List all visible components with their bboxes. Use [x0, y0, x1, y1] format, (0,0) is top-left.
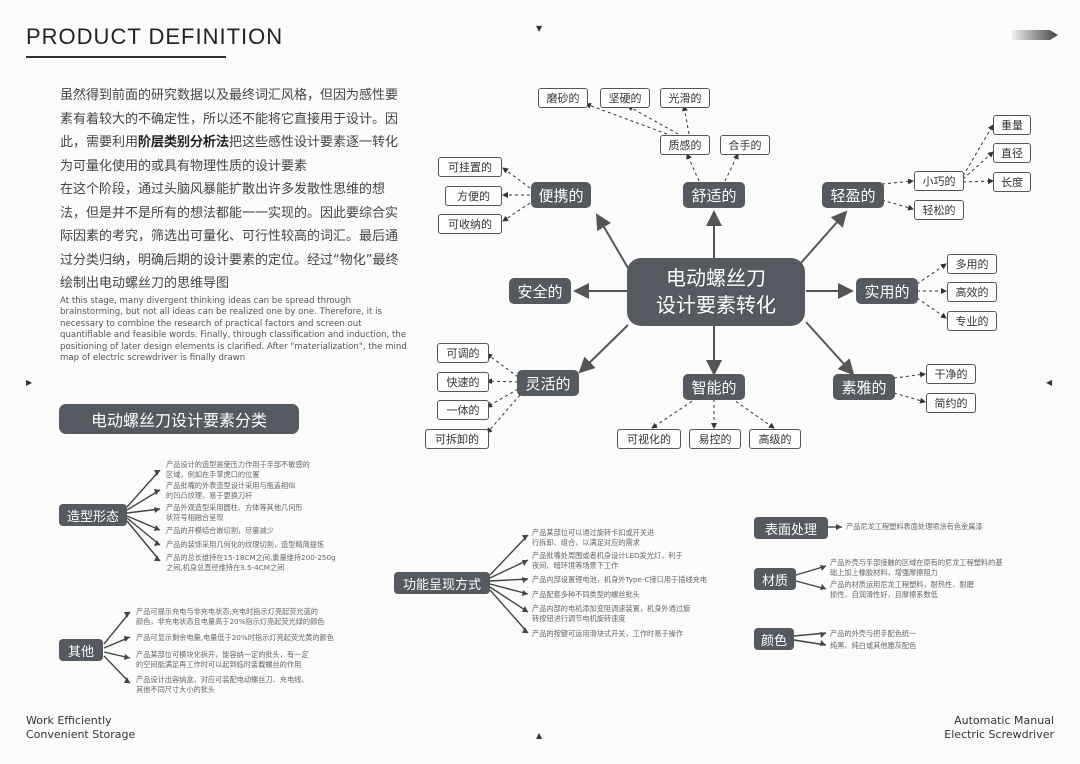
function-item: 产品某部位可以通过旋转卡扣或开关进 行拆卸、组合，以满足对应的需求: [532, 528, 655, 547]
leaf-chip: 一体的: [437, 400, 489, 420]
surface-item: 产品尼龙工程塑料表面处理喷涂有色金属漆: [846, 522, 983, 531]
title-underline: [26, 56, 226, 58]
shape-item: 产品的开模结合嵌切割，尽量减少: [166, 526, 274, 535]
branch-practical: 实用的: [856, 278, 918, 304]
leaf-chip: 合手的: [720, 135, 770, 155]
category-other: 其他: [59, 639, 103, 661]
branch-smart: 智能的: [683, 374, 745, 400]
other-item: 产品某部位可模块化拆开，能容纳一定的批头，有一定 的空间能满足再工作时可以起到临…: [136, 650, 309, 669]
branch-elegant: 素雅的: [833, 374, 895, 400]
center-line-1: 电动螺丝刀: [666, 266, 766, 290]
leaf-chip: 长度: [993, 172, 1031, 192]
leaf-chip: 易控的: [689, 429, 741, 449]
function-item: 产品内部的电机添加变阻调速装置，机身外通过旋 转按钮进行调节电机旋转速度: [532, 604, 691, 623]
leaf-chip: 小巧的: [914, 171, 964, 191]
leaf-chip: 可挂置的: [438, 157, 502, 177]
category-function: 功能呈现方式: [394, 572, 490, 594]
leaf-chip: 简约的: [926, 393, 976, 413]
category-color: 颜色: [754, 628, 794, 650]
function-item: 产品配套多种不同类型的螺丝批头: [532, 590, 640, 599]
other-item: 产品设计出容纳盒，对应可装配电动螺丝刀、充电线、 其他不同尺寸大小的批头: [136, 675, 309, 694]
branch-portable: 便携的: [531, 182, 591, 208]
leaf-chip: 多用的: [947, 254, 997, 274]
leaf-chip: 高效的: [947, 282, 997, 302]
category-material: 材质: [754, 568, 796, 590]
shape-item: 产品的装饰采用几何化的纹理切割，造型精简提炼: [166, 540, 325, 549]
leaf-chip: 磨砂的: [538, 88, 588, 108]
leaf-chip: 高级的: [749, 429, 801, 449]
category-shape: 造型形态: [59, 504, 127, 526]
branch-comfortable: 舒适的: [683, 182, 745, 208]
footer-right-line-2: Electric Screwdriver: [944, 728, 1054, 741]
leaf-chip: 方便的: [445, 186, 502, 206]
footer-left: Work Efficiently Convenient Storage: [26, 714, 135, 742]
leaf-chip: 轻松的: [914, 200, 964, 220]
triangle-left-icon: ◀: [1046, 378, 1053, 387]
branch-light: 轻盈的: [822, 182, 884, 208]
branch-safe: 安全的: [509, 278, 571, 304]
footer-left-line-1: Work Efficiently: [26, 714, 112, 727]
shape-item: 产品的总长维持在15-18CM之间,重量维持200-250g 之间,机身总直径维…: [166, 553, 336, 572]
branch-flexible: 灵活的: [517, 370, 579, 396]
other-item: 产品可显示剩余电量,电量低于20%时指示灯亮起荧光黄的颜色: [136, 633, 334, 642]
leaf-chip: 光滑的: [660, 88, 710, 108]
leaf-chip: 重量: [993, 115, 1031, 135]
footer-right: Automatic Manual Electric Screwdriver: [944, 714, 1054, 742]
leaf-chip: 坚硬的: [600, 88, 650, 108]
intro-paragraph-1: 虽然得到前面的研究数据以及最终词汇风格，但因为感性要素有着较大的不确定性，所以还…: [60, 88, 399, 174]
arrow-right-icon: [1012, 28, 1058, 42]
function-item: 产品的按键可运用滑块式开关，工作时易于操作: [532, 629, 683, 638]
leaf-chip: 直径: [993, 143, 1031, 163]
leaf-chip: 专业的: [947, 311, 997, 331]
color-item: 产品的外壳与把手配色统一: [830, 629, 917, 638]
function-item: 产品内部设置锂电池，机身外Type-C接口用于插线充电: [532, 575, 708, 584]
classification-title: 电动螺丝刀设计要素分类: [59, 404, 299, 434]
function-item: 产品批嘴处周围或者机身设计LED发光灯，利于 夜间、暗环境等场景下工作: [532, 551, 683, 570]
category-surface: 表面处理: [754, 517, 828, 539]
triangle-up-icon: ▲: [536, 731, 543, 740]
intro-english: At this stage, many divergent thinking i…: [60, 296, 407, 364]
material-item: 产品外壳与手部接触的区域在原有的尼龙工程塑料的基 础上加上橡胶材料，增强摩擦阻力: [830, 558, 1003, 577]
leaf-chip: 可拆卸的: [425, 429, 489, 449]
shape-item: 产品外观造型采用圆柱、方体等其他几何形 状符号相融合呈现: [166, 503, 303, 522]
intro-bold-method: 阶层类别分析法: [138, 135, 230, 150]
leaf-chip: 可调的: [437, 343, 489, 363]
intro-paragraph-2: 在这个阶段，通过头脑风暴能扩散出许多发散性思维的想法，但是并不是所有的想法都能一…: [60, 182, 399, 291]
center-line-2: 设计要素转化: [656, 293, 776, 317]
shape-item: 产品设计的造型是使压力作用于手部不敏感的 区域，例如在手掌虎口的位置: [166, 460, 310, 479]
other-item: 产品可提示充电与非充电状态,充电时指示灯亮起荧光蓝的 颜色，非充电状态且电量高于…: [136, 607, 325, 626]
mindmap-center-node: 电动螺丝刀 设计要素转化: [627, 258, 805, 326]
page-title: PRODUCT DEFINITION: [26, 24, 284, 49]
footer-right-line-1: Automatic Manual: [954, 714, 1054, 727]
leaf-chip: 可收纳的: [438, 214, 502, 234]
footer-left-line-2: Convenient Storage: [26, 728, 136, 741]
material-item: 产品的材质运用尼龙工程塑料，耐热性、耐磨 损性、自润滑性好，且摩擦系数低: [830, 580, 974, 599]
triangle-right-icon: ▶: [26, 378, 33, 387]
leaf-chip: 干净的: [926, 364, 976, 384]
shape-item: 产品批嘴的外表造型设计采用与瓶盖相似 的凹凸纹理，易于更换刀杆: [166, 481, 296, 500]
triangle-down-icon: ▼: [536, 24, 543, 33]
leaf-chip: 快速的: [437, 372, 489, 392]
leaf-chip: 质感的: [660, 135, 710, 155]
color-item: 纯黑、纯白或其他雅灰配色: [830, 641, 917, 650]
leaf-chip: 可视化的: [617, 429, 681, 449]
